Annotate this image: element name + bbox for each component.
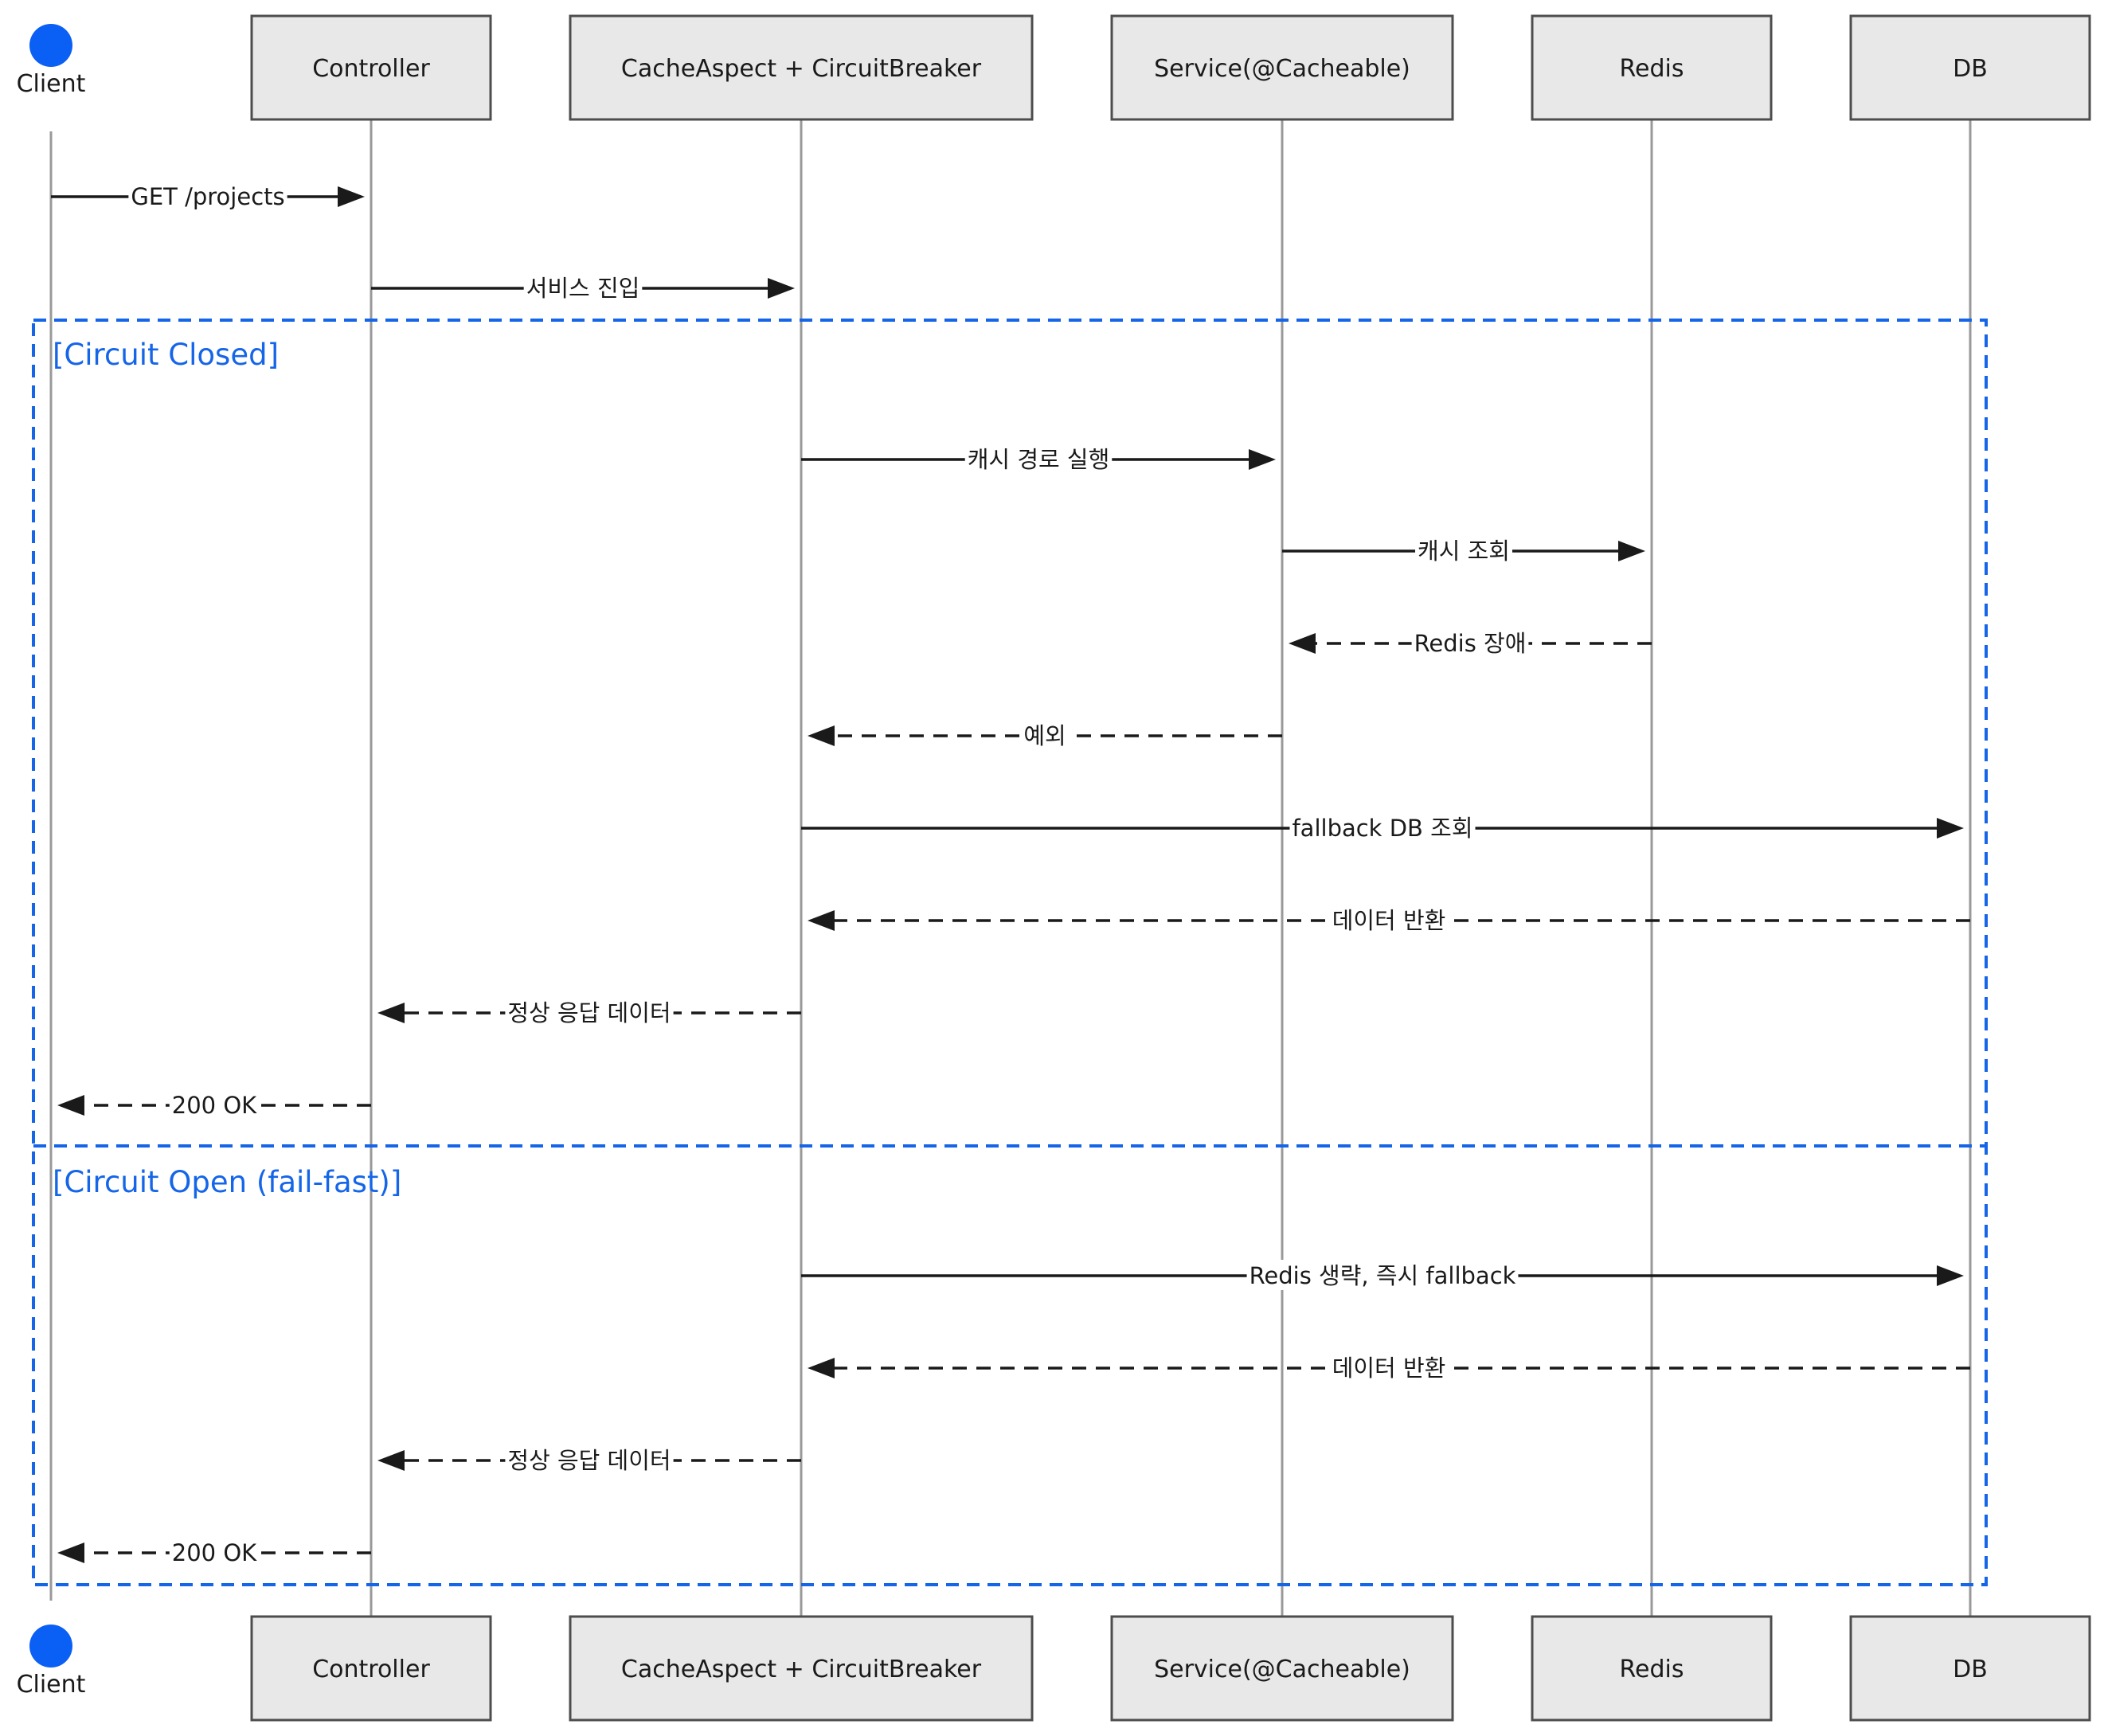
participant-label-client-top: Client — [17, 70, 86, 98]
message-label-item: 데이터 반환 — [1332, 1355, 1446, 1382]
participant-label-redis-bottom: Redis — [1620, 1656, 1684, 1683]
message-label-background — [128, 181, 287, 211]
arrowhead-icon — [57, 1095, 84, 1116]
message-label-get-projects: GET /projects — [131, 183, 284, 210]
arrowhead-icon — [1937, 818, 1964, 839]
participant-box-redis-bottom — [1531, 1615, 1773, 1722]
message-label-background — [1289, 812, 1476, 843]
participant-label-controller-top: Controller — [312, 55, 430, 83]
participant-box-cacheaspect-bottom — [569, 1615, 1034, 1722]
message-label-item: 예외 — [1023, 722, 1066, 749]
arrowhead-icon — [768, 278, 795, 299]
message-8: 데이터 반환 — [808, 905, 1970, 935]
participant-label-client-bottom: Client — [17, 1671, 86, 1699]
arrowhead-icon — [1249, 449, 1276, 470]
participant-label-db-top: DB — [1953, 55, 1988, 83]
participant-box-db-top — [1849, 14, 2091, 121]
arrowhead-icon — [1618, 541, 1645, 561]
participant-label-cacheaspect-bottom: CacheAspect + CircuitBreaker — [621, 1656, 982, 1683]
message-9: 정상 응답 데이터 — [377, 997, 801, 1027]
participant-label-redis-top: Redis — [1620, 55, 1684, 83]
message-5: Redis 장애 — [1289, 628, 1652, 658]
message-label-200-ok: 200 OK — [172, 1092, 257, 1119]
actor-icon — [29, 24, 72, 67]
message-4: 캐시 조회 — [1282, 535, 1645, 565]
participant-label-cacheaspect-top: CacheAspect + CircuitBreaker — [621, 55, 982, 83]
participant-box-controller-top — [250, 14, 492, 121]
participant-box-cacheaspect-top — [569, 14, 1034, 121]
arrowhead-icon — [808, 1358, 835, 1378]
participant-box-service-bottom — [1110, 1615, 1454, 1722]
message-label-background — [1021, 720, 1069, 750]
message-13: 정상 응답 데이터 — [377, 1445, 801, 1475]
arrowhead-icon — [1289, 633, 1316, 654]
participant-box-redis-top — [1531, 14, 1773, 121]
lifelines — [49, 119, 1972, 1617]
message-label-background — [964, 444, 1113, 474]
message-12: 데이터 반환 — [808, 1352, 1970, 1382]
participant-label-service-bottom: Service(@Cacheable) — [1154, 1656, 1410, 1683]
arrowhead-icon — [57, 1542, 84, 1563]
arrowhead-icon — [377, 1450, 405, 1471]
message-label-background — [1329, 1352, 1449, 1382]
message-label-item: 서비스 진입 — [526, 275, 640, 302]
message-label-background — [523, 272, 643, 303]
participants-top: Client Controller CacheAspect + CircuitBre… — [17, 14, 2091, 121]
message-label-background — [169, 1537, 260, 1567]
message-7: fallback DB 조회 — [801, 812, 1964, 843]
message-label-200-ok: 200 OK — [172, 1539, 257, 1566]
message-label-item: 정상 응답 데이터 — [507, 999, 671, 1026]
participant-box-controller-bottom — [250, 1615, 492, 1722]
participant-box-service-top — [1110, 14, 1454, 121]
message-10: 200 OK — [57, 1089, 371, 1120]
message-11: Redis 생략, 즉시 fallback — [801, 1260, 1964, 1290]
message-3: 캐시 경로 실행 — [801, 444, 1276, 474]
message-label-background — [1329, 905, 1449, 935]
alt-fragment-frame — [32, 319, 1988, 1586]
message-label-redis-fallback: Redis 생략, 즉시 fallback — [1249, 1262, 1516, 1289]
message-label-background — [505, 997, 674, 1027]
message-label-background — [1246, 1260, 1519, 1290]
message-2: 서비스 진입 — [371, 272, 795, 303]
participant-box-db-bottom — [1849, 1615, 2091, 1722]
arrowhead-icon — [338, 186, 365, 207]
participant-label-service-top: Service(@Cacheable) — [1154, 55, 1410, 83]
message-label-item: 정상 응답 데이터 — [507, 1447, 671, 1474]
message-label-item: 캐시 경로 실행 — [968, 446, 1110, 473]
message-label-background — [505, 1445, 674, 1475]
message-label-item: 데이터 반환 — [1332, 907, 1446, 934]
message-1: GET /projects — [51, 181, 365, 211]
message-label-fallback-db: fallback DB 조회 — [1292, 815, 1472, 842]
fragment-condition-open: [Circuit Open (fail-fast)] — [53, 1165, 401, 1199]
arrowhead-icon — [808, 725, 835, 746]
fragment-condition-closed: [Circuit Closed] — [53, 338, 279, 372]
alt-fragment: [Circuit Closed] [Circuit Open (fail-fast… — [32, 319, 1988, 1586]
participant-label-controller-bottom: Controller — [312, 1656, 430, 1683]
message-label-background — [169, 1089, 260, 1120]
participant-label-db-bottom: DB — [1953, 1656, 1988, 1683]
message-label-item: 캐시 조회 — [1418, 538, 1510, 565]
participants-bottom: Client Controller CacheAspect + CircuitBre… — [17, 1615, 2091, 1722]
arrowhead-icon — [377, 1003, 405, 1023]
message-label-background — [1411, 628, 1529, 658]
arrowhead-icon — [808, 910, 835, 931]
message-14: 200 OK — [57, 1537, 371, 1567]
message-label-redis: Redis 장애 — [1414, 630, 1527, 657]
actor-icon — [29, 1625, 72, 1668]
message-label-background — [1415, 535, 1512, 565]
message-6: 예외 — [808, 720, 1282, 750]
arrowhead-icon — [1937, 1265, 1964, 1286]
